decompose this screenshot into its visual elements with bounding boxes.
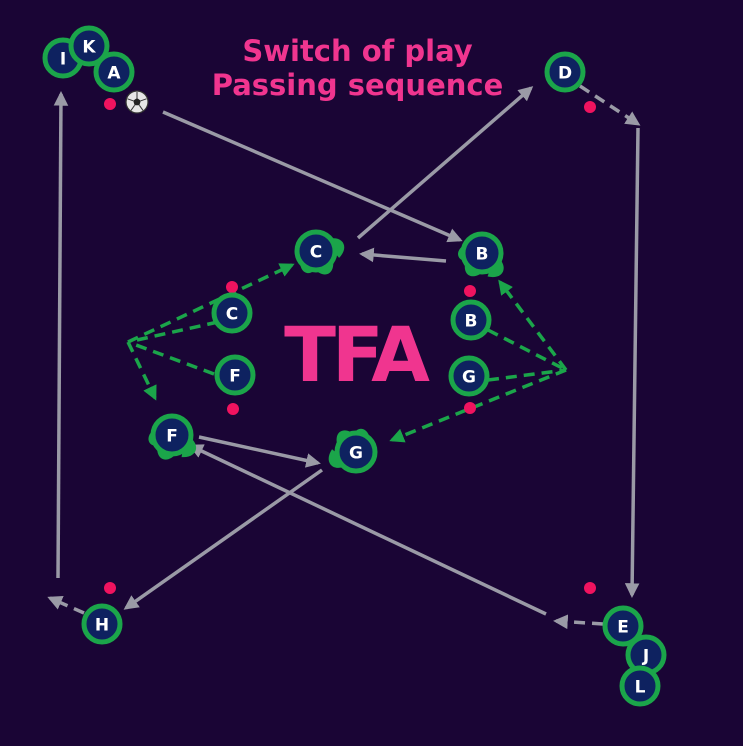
cone xyxy=(226,281,238,293)
player-disc xyxy=(214,354,256,396)
pass-arrow-e-to-f xyxy=(188,444,547,616)
player-b1: B xyxy=(458,231,504,278)
player-f2: F xyxy=(214,354,256,396)
player-label: C xyxy=(310,243,322,263)
cone xyxy=(104,98,116,110)
player-disc xyxy=(294,229,338,273)
player-disc xyxy=(450,299,492,341)
player-label: C xyxy=(226,305,238,325)
player-label: B xyxy=(476,245,489,265)
run-arrow-d-down xyxy=(624,127,640,598)
player-c2: C xyxy=(211,292,253,334)
cone xyxy=(464,285,476,297)
player-c1: C xyxy=(294,229,345,275)
player-l: L xyxy=(619,665,661,707)
player-b2: B xyxy=(450,299,492,341)
green-run-f-2 xyxy=(127,340,215,376)
pass-arrow-a-to-b xyxy=(162,110,463,243)
player-label: F xyxy=(229,367,241,387)
player-e: E xyxy=(602,605,644,647)
green-run-c-1 xyxy=(127,263,295,344)
green-run-g-2 xyxy=(487,368,567,382)
player-disc xyxy=(334,430,378,474)
player-disc xyxy=(211,292,253,334)
run-arrow-h-up xyxy=(53,91,69,579)
green-run-f-1 xyxy=(126,341,157,401)
pass-arrow-f-to-g xyxy=(198,435,321,468)
player-label: F xyxy=(166,427,178,447)
player-disc xyxy=(150,413,194,457)
player-disc xyxy=(602,605,644,647)
players-layer: IKA D C C B B F F G G H EJL xyxy=(42,25,667,707)
green-run-b-1 xyxy=(498,279,568,372)
player-d: D xyxy=(544,51,586,93)
title-line-1: Switch of play xyxy=(242,34,473,68)
pass-arrow-g-to-h xyxy=(123,468,324,610)
player-k: K xyxy=(68,25,110,67)
player-disc xyxy=(93,51,135,93)
player-disc xyxy=(619,665,661,707)
player-label: H xyxy=(95,616,109,636)
player-label: L xyxy=(635,678,646,698)
player-label: G xyxy=(462,368,476,388)
cone xyxy=(584,582,596,594)
title-line-2: Passing sequence xyxy=(211,68,504,102)
cone xyxy=(584,101,596,113)
cones xyxy=(104,98,596,594)
pass-arrow-c-to-d xyxy=(356,86,534,240)
player-g2: G xyxy=(448,355,490,397)
player-disc xyxy=(544,51,586,93)
player-disc xyxy=(81,603,123,645)
tfa-logo-text: TFA xyxy=(284,310,430,399)
player-g1: G xyxy=(328,428,378,474)
cone xyxy=(227,403,239,415)
cone xyxy=(464,402,476,414)
player-disc xyxy=(460,231,504,275)
dashed-gray-runs xyxy=(47,84,641,630)
player-label: B xyxy=(465,312,478,332)
player-label: G xyxy=(349,444,363,464)
green-run-b-2 xyxy=(487,328,567,372)
run-arrow-e-left xyxy=(553,614,604,630)
cone xyxy=(104,582,116,594)
player-h: H xyxy=(81,603,123,645)
player-label: A xyxy=(107,64,121,84)
pass-arrow-b-to-c xyxy=(359,247,447,263)
player-label: D xyxy=(558,64,572,84)
player-label: J xyxy=(642,647,649,667)
player-f1: F xyxy=(148,413,196,460)
player-a: A xyxy=(93,51,135,93)
green-run-c-2 xyxy=(127,320,219,344)
player-disc xyxy=(68,25,110,67)
player-disc xyxy=(448,355,490,397)
green-run-g-1 xyxy=(389,368,567,443)
player-label: E xyxy=(617,618,629,638)
player-label: I xyxy=(60,50,66,70)
run-arrow-h-left xyxy=(47,596,85,615)
run-arrow-d-corner xyxy=(579,84,641,126)
tfa-logo: TFA xyxy=(284,310,434,399)
pass-arrows xyxy=(53,86,640,616)
soccer-ball-icon xyxy=(125,90,149,114)
player-label: K xyxy=(82,38,96,58)
dashed-green-runs xyxy=(126,263,568,443)
